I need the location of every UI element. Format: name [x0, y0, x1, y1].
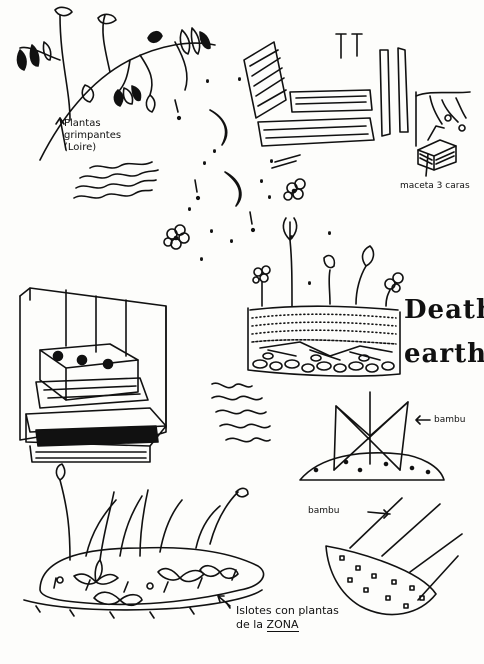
islets-drawing [23, 463, 265, 619]
vertical-planter-drawing [19, 287, 167, 463]
climbers-label: Plantas grimpantes (Loire) [64, 118, 121, 154]
islets-label: Islotes con plantas de la ZONA [236, 604, 339, 632]
climbers-label-line2: grimpantes [64, 130, 122, 141]
planter-label: maceta 3 caras [400, 181, 470, 191]
islets-label-line2: de la ZONA [236, 618, 339, 632]
bamboo-mound-drawing [325, 497, 463, 616]
climbers-label-line3: (Loire) [64, 142, 97, 153]
wavy-lines-top [73, 161, 159, 199]
islets-label-line2-zone: ZONA [266, 618, 299, 632]
bamboo-tripod-drawing [299, 391, 445, 481]
death-label: Death [404, 295, 484, 325]
climbing-plant-drawing [16, 6, 216, 161]
climbers-label-line1: Plantas [64, 118, 101, 129]
falling-debris [163, 77, 331, 286]
death-earth-drawing [247, 217, 404, 377]
bamboo-mound-label: bambu [308, 506, 340, 516]
boards-drawing [243, 33, 409, 147]
earth-label: earth [404, 339, 484, 369]
islets-label-line2-prefix: de la [236, 618, 264, 631]
wavy-lines-middle [211, 382, 271, 443]
islets-label-line1: Islotes con plantas [236, 604, 339, 617]
planter-drawing [415, 91, 471, 177]
bamboo-tripod-label: bambu [434, 415, 466, 425]
